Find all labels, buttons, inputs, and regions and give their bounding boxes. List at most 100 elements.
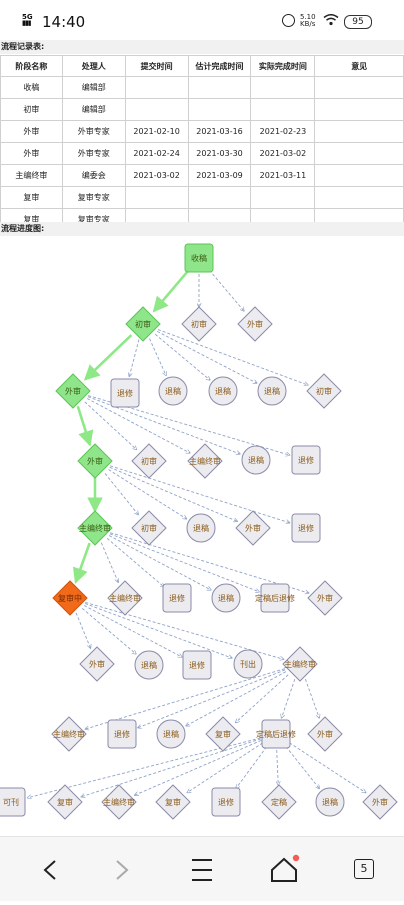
flow-node-r7-waishen[interactable]: 外审 <box>362 784 398 820</box>
flow-node-r1-tuigao3[interactable]: 退稿 <box>257 376 287 406</box>
flow-node-waishen2[interactable]: 外审 <box>77 443 113 479</box>
node-label: 复审 <box>215 729 231 739</box>
branch-edge <box>110 465 290 523</box>
back-button[interactable] <box>10 837 70 901</box>
flow-node-r4-zhubian[interactable]: 主编终审 <box>107 580 143 616</box>
clock: 14:40 <box>42 13 86 31</box>
flow-node-r5-tuixiu[interactable]: 退修 <box>182 650 212 680</box>
cell-stage: 外审 <box>0 120 63 143</box>
branch-edge <box>289 742 365 793</box>
node-shape <box>260 583 290 613</box>
node-label: 退稿 <box>141 660 157 670</box>
flow-node-r4-dinggao[interactable]: 定稿后退修 <box>255 583 295 613</box>
forward-button[interactable] <box>92 837 152 901</box>
menu-button[interactable] <box>172 837 232 901</box>
flow-node-r2-tuigao[interactable]: 退稿 <box>241 445 271 475</box>
flow-node-r2-zhubian[interactable]: 主编终审 <box>187 443 223 479</box>
cell-opinion <box>314 186 404 209</box>
flow-node-r5-kanchu[interactable]: 刊出 <box>233 649 263 679</box>
flow-node-r4-tuixiu[interactable]: 退修 <box>162 583 192 613</box>
flow-node-r2-tuixiu[interactable]: 退修 <box>291 445 321 475</box>
cell-stage: 复审 <box>0 186 63 209</box>
node-shape <box>315 787 345 817</box>
flow-node-r1-tuigao2[interactable]: 退稿 <box>208 376 238 406</box>
cell-actual-time <box>250 76 316 99</box>
node-label: 外审 <box>87 456 103 466</box>
cell-opinion <box>314 164 404 187</box>
flow-node-r6-tuigao[interactable]: 退稿 <box>156 719 186 749</box>
flow-node-r6-waishen[interactable]: 外审 <box>307 716 343 752</box>
progress-edge <box>83 334 133 381</box>
flow-node-r6-tuixiu[interactable]: 退修 <box>107 719 137 749</box>
cell-handler: 编辑部 <box>61 98 126 121</box>
flow-node-r6-zhubian[interactable]: 主编终审 <box>51 716 87 752</box>
flow-node-r3-tuixiu[interactable]: 退修 <box>291 513 321 543</box>
process-record-table: 阶段名称 处理人 提交时间 估计完成时间 实际完成时间 意见 收稿编辑部初审编辑… <box>0 55 404 231</box>
flow-node-r4-tuigao[interactable]: 退稿 <box>211 583 241 613</box>
node-label: 初审 <box>191 319 207 329</box>
flow-node-r6-fushen[interactable]: 复审 <box>205 716 241 752</box>
node-shape <box>241 445 271 475</box>
node-label: 退修 <box>189 660 205 670</box>
flow-node-r1-tuixiu[interactable]: 退修 <box>110 378 140 408</box>
node-shape <box>261 784 297 820</box>
node-shape <box>237 306 273 342</box>
node-shape <box>181 306 217 342</box>
cell-opinion <box>314 76 404 99</box>
cell-actual-time <box>250 98 316 121</box>
flow-node-r7-fushen2[interactable]: 复审 <box>155 784 191 820</box>
branch-edge <box>129 339 140 376</box>
node-label: 退稿 <box>248 455 264 465</box>
flow-node-r7-tuixiu[interactable]: 退修 <box>211 787 241 817</box>
flow-node-r7-kekan[interactable]: 可刊 <box>0 787 26 817</box>
flow-node-r5-waishen[interactable]: 外审 <box>79 646 115 682</box>
branch-edge <box>149 338 167 376</box>
cell-estimated-time <box>187 186 252 209</box>
flow-node-r7-zhubian[interactable]: 主编终审 <box>101 784 137 820</box>
flow-node-r3-chushen[interactable]: 初审 <box>131 510 167 546</box>
flow-node-r1-tuigao1[interactable]: 退稿 <box>158 376 188 406</box>
cell-handler: 外审专家 <box>61 120 126 143</box>
flow-node-r1-chushen[interactable]: 初审 <box>306 373 342 409</box>
home-button[interactable] <box>254 837 314 901</box>
flow-node-shougao[interactable]: 收稿 <box>184 243 214 273</box>
node-shape <box>51 716 87 752</box>
cell-opinion <box>314 98 404 121</box>
flow-node-r7-dinggao[interactable]: 定稿 <box>261 784 297 820</box>
flow-node-r7-fushen1[interactable]: 复审 <box>47 784 83 820</box>
flow-node-r3-waishen[interactable]: 外审 <box>235 510 271 546</box>
cell-actual-time: 2021-02-23 <box>250 120 316 143</box>
node-label: 外审 <box>372 797 388 807</box>
node-label: 退稿 <box>163 729 179 739</box>
node-shape <box>134 650 164 680</box>
flow-node-r4-waishen[interactable]: 外审 <box>307 580 343 616</box>
header-estimated-time: 估计完成时间 <box>187 55 252 77</box>
node-shape <box>107 580 143 616</box>
node-label: 退修 <box>169 593 185 603</box>
node-label: 刊出 <box>240 659 256 669</box>
flow-node-r2-chushen[interactable]: 初审 <box>131 443 167 479</box>
flow-node-zhubian1[interactable]: 主编终审 <box>77 510 113 546</box>
tabs-button[interactable]: 5 <box>354 859 374 879</box>
flow-node-r7-tuigao[interactable]: 退稿 <box>315 787 345 817</box>
node-label: 退修 <box>298 455 314 465</box>
cell-actual-time: 2021-03-11 <box>250 164 316 187</box>
cell-handler: 外审专家 <box>61 142 126 165</box>
table-row: 复审复审专家 <box>0 186 404 209</box>
flow-node-chushen-main[interactable]: 初审 <box>125 306 161 342</box>
cell-estimated-time <box>187 76 252 99</box>
flow-node-fushen-current[interactable]: 复审中 <box>52 580 88 616</box>
flow-node-chushen-alt[interactable]: 初审 <box>181 306 217 342</box>
flow-node-waishen1[interactable]: 外审 <box>55 373 91 409</box>
table-row: 初审编辑部 <box>0 98 404 121</box>
flow-node-r5-tuigao[interactable]: 退稿 <box>134 650 164 680</box>
flow-node-r3-tuigao[interactable]: 退稿 <box>186 513 216 543</box>
flow-node-waishen-alt[interactable]: 外审 <box>237 306 273 342</box>
branch-edge <box>83 605 182 657</box>
flow-node-r5-zhubian[interactable]: 主编终审 <box>282 646 318 682</box>
branch-edge <box>236 674 289 723</box>
flow-node-r6-dinggao[interactable]: 定稿后退修 <box>256 719 296 749</box>
cell-submit-time: 2021-03-02 <box>124 164 189 187</box>
node-label: 外审 <box>89 659 105 669</box>
node-label: 退稿 <box>215 386 231 396</box>
